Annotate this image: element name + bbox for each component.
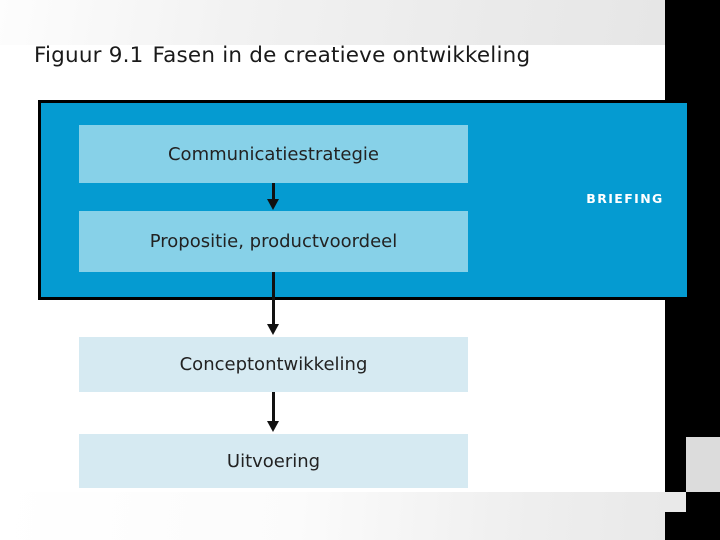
bottom-decorative-band <box>0 492 665 540</box>
stage-label: Uitvoering <box>226 450 321 472</box>
figure-title-text: Fasen in de creatieve ontwikkeling <box>152 43 531 68</box>
arrow-shaft <box>272 272 275 326</box>
stage-label: Communicatiestrategie <box>167 143 380 165</box>
flow-arrow-concept-to-uitvoering <box>267 392 279 434</box>
figure-title: Figuur 9.1 Fasen in de creatieve ontwikke… <box>34 43 530 68</box>
arrow-shaft <box>272 392 275 423</box>
figure-number: Figuur 9.1 <box>34 43 144 68</box>
flow-arrow-propositie-to-concept <box>267 272 279 337</box>
right-rail-accent-block <box>686 437 720 492</box>
arrow-head-icon <box>267 199 279 210</box>
arrow-shaft <box>272 183 275 201</box>
top-decorative-band <box>0 0 665 45</box>
arrow-head-icon <box>267 324 279 335</box>
stage-label: Propositie, productvoordeel <box>149 231 398 252</box>
flow-arrow-strategie-to-propositie <box>267 183 279 211</box>
stage-box-propositie[interactable]: Propositie, productvoordeel <box>79 211 468 272</box>
briefing-group-label: BRIEFING <box>586 191 664 206</box>
stage-box-communicatiestrategie[interactable]: Communicatiestrategie <box>79 125 468 183</box>
stage-box-conceptontwikkeling[interactable]: Conceptontwikkeling <box>79 337 468 392</box>
stage-label: Conceptontwikkeling <box>179 354 368 375</box>
bottom-rail-accent-block <box>665 492 686 512</box>
stage-box-uitvoering[interactable]: Uitvoering <box>79 434 468 488</box>
arrow-head-icon <box>267 421 279 432</box>
